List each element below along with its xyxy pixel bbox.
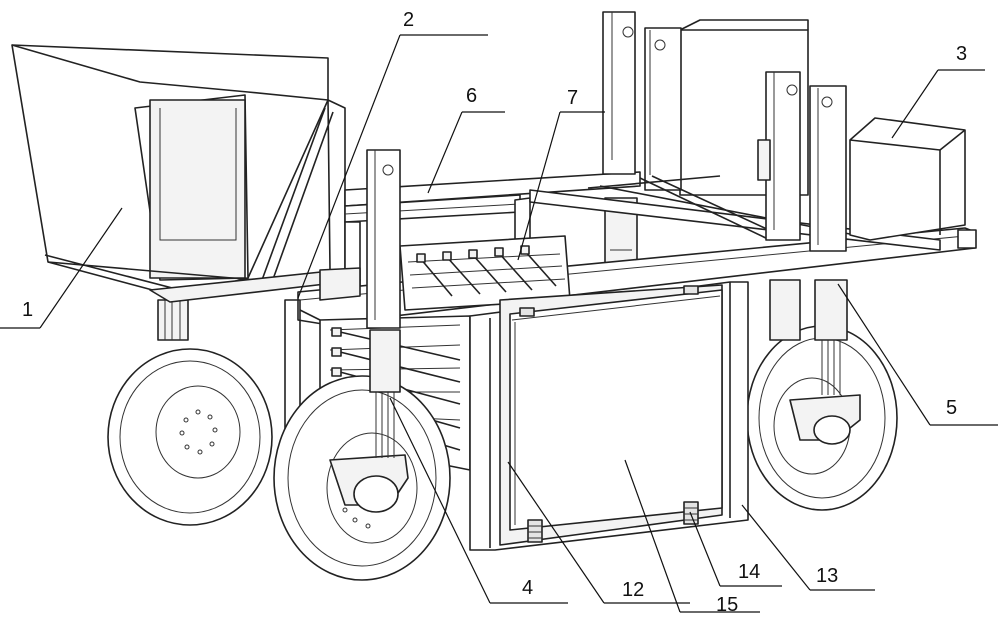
rear-left-wheel	[107, 299, 273, 526]
callout-15: 15	[716, 594, 738, 616]
callout-14: 14	[738, 561, 760, 583]
callout-3: 3	[956, 43, 967, 65]
callout-7: 7	[567, 87, 578, 109]
front-left-wheel	[273, 375, 451, 581]
callout-labels: 1 2 3 4 5 6 7 12 13 14 15	[22, 9, 967, 616]
front-left-cylinder	[366, 149, 401, 393]
leader-lines	[0, 34, 998, 613]
callout-2: 2	[403, 9, 414, 31]
callout-1: 1	[22, 299, 33, 321]
motor-box	[849, 117, 966, 241]
mesh-panel	[509, 289, 723, 531]
rear-right-wheel	[746, 279, 898, 511]
callout-5: 5	[946, 397, 957, 419]
hopper	[11, 44, 329, 297]
callout-12: 12	[622, 579, 644, 601]
callout-13: 13	[816, 565, 838, 587]
callout-4: 4	[522, 577, 533, 599]
right-cylinders	[757, 71, 847, 252]
rod-rack	[399, 235, 571, 311]
callout-6: 6	[466, 85, 477, 107]
